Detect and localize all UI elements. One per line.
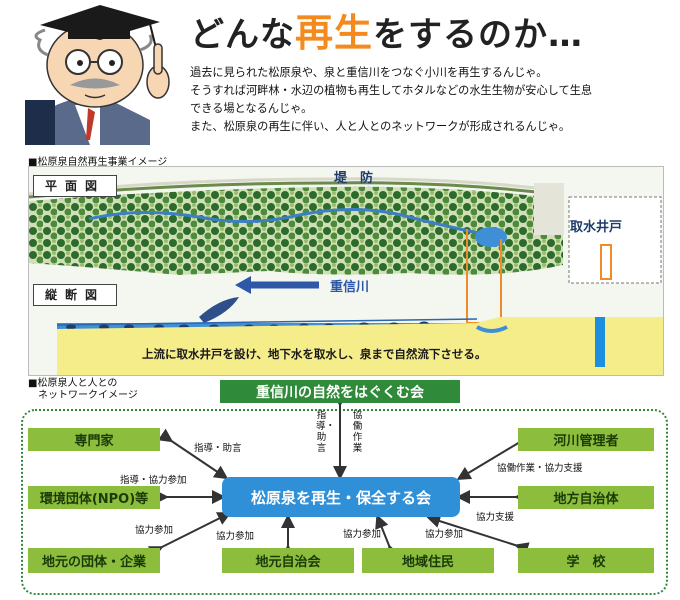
title-highlight: 再生 (295, 11, 374, 55)
node-gakko: 学 校 (518, 548, 654, 573)
well-label: 取水井戸 (570, 220, 623, 235)
project-caption: 上流に取水井戸を設け、地下水を取水し、泉まで自然流下させる。 (142, 347, 487, 361)
professor-mascot (0, 0, 180, 145)
project-section-label: ■松原泉自然再生事業イメージ (28, 157, 168, 168)
node-kankyo: 環境団体(NPO)等 (28, 486, 160, 509)
network-section-label: ■松原泉人と人との ネットワークイメージ (28, 378, 138, 401)
label-chiiki: 協力参加 (343, 529, 382, 540)
intro-line: できる場となるんじゃ。 (190, 102, 313, 115)
node-jimoto: 地元の団体・企業 (28, 548, 160, 573)
section-view-label: 縦断図 (33, 284, 117, 306)
intro-line: 過去に見られた松原泉や、泉と重信川をつなぐ小川を再生するんじゃ。 (190, 66, 548, 79)
label-jimoto: 協力参加 (135, 525, 174, 536)
node-kasen: 河川管理者 (518, 428, 654, 451)
label-gakko: 協力参加 (425, 529, 464, 540)
label-senmonka: 指導・助言 (194, 443, 242, 454)
top-group-header: 重信川の自然をはぐくむ会 (220, 380, 460, 403)
page-title: どんな再生をするのか… (190, 11, 584, 55)
plan-view-label: 平面図 (33, 175, 117, 197)
project-illustration (28, 166, 664, 376)
embankment-label: 堤 防 (334, 171, 374, 186)
intro-text: 過去に見られた松原泉や、泉と重信川をつなぐ小川を再生するんじゃ。 そうすれば河畔… (190, 64, 670, 136)
label-chiho: 協力支援 (476, 512, 515, 523)
intro-line: そうすれば河畔林・水辺の植物も再生してホタルなどの水生生物が安心して生息 (190, 84, 593, 97)
center-group-box: 松原泉を再生・保全する会 (222, 477, 460, 517)
node-senmonka: 専門家 (28, 428, 160, 451)
label-kankyo: 指導・協力参加 (120, 475, 187, 486)
intro-line: また、松原泉の再生に伴い、人と人とのネットワークが形成されるんじゃ。 (190, 120, 571, 133)
node-chiiki: 地域住民 (362, 548, 494, 573)
node-chiho: 地方自治体 (518, 486, 654, 509)
node-jichikai: 地元自治会 (222, 548, 354, 573)
label-top-right: 協働作業 (352, 410, 363, 454)
label-kasen: 協働作業・協力支援 (497, 463, 583, 474)
label-jichikai: 協力参加 (216, 531, 255, 542)
river-label: 重信川 (330, 280, 370, 295)
label-top-left: 指導・助言 (316, 410, 336, 454)
